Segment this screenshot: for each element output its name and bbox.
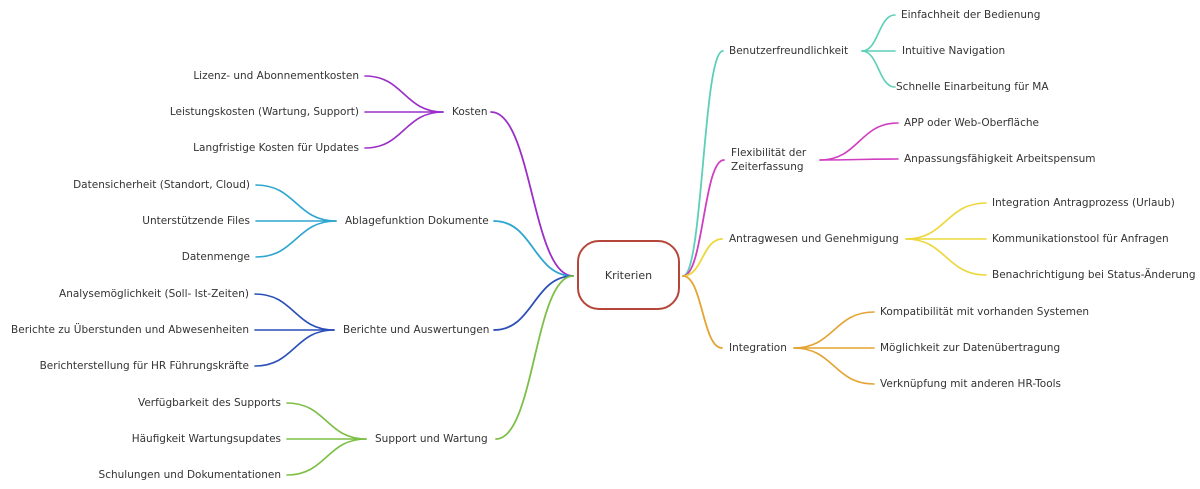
leaf[interactable]: Berichte zu Überstunden und Abwesenheite… — [11, 324, 249, 336]
connector-center-to-branch — [490, 111, 574, 277]
leaf[interactable]: Berichterstellung für HR Führungskräfte — [39, 360, 249, 372]
leaf[interactable]: Anpassungsfähigkeit Arbeitspensum — [904, 153, 1096, 165]
leaf[interactable]: Benachrichtigung bei Status-Änderung — [992, 269, 1196, 281]
leaf[interactable]: Einfachheit der Bedienung — [901, 9, 1041, 21]
connector-branch-to-leaf — [793, 311, 875, 349]
leaf[interactable]: Analysemöglichkeit (Soll- Ist-Zeiten) — [59, 288, 249, 300]
connector-branch-to-leaf — [861, 14, 896, 52]
connector-branch-to-leaf — [255, 220, 337, 258]
leaf[interactable]: Schulungen und Dokumentationen — [98, 469, 281, 481]
connector-branch-to-leaf — [286, 402, 367, 440]
connector-center-to-branch — [495, 275, 574, 440]
connector-branch-to-leaf — [254, 329, 335, 367]
leaf[interactable]: Verknüpfung mit anderen HR-Tools — [880, 378, 1062, 390]
leaf[interactable]: Lizenz- und Abonnementkosten — [193, 70, 359, 82]
connector-branch-to-leaf — [905, 202, 987, 240]
connector-branch-to-leaf — [364, 111, 444, 149]
branch-antragwesen[interactable]: Antragwesen und Genehmigung — [729, 233, 899, 245]
connector-branch-to-leaf — [905, 238, 987, 276]
leaf[interactable]: Unterstützende Files — [142, 215, 250, 227]
leaf[interactable]: APP oder Web-Oberfläche — [904, 117, 1040, 129]
branch-benutzerfreundlichkeit[interactable]: Benutzerfreundlichkeit — [729, 45, 849, 57]
leaf[interactable]: Häufigkeit Wartungsupdates — [131, 433, 281, 445]
connector-branch-to-leaf — [793, 347, 875, 385]
connector-branch-to-leaf — [861, 50, 896, 88]
branch-ablagefunktion[interactable]: Ablagefunktion Dokumente — [345, 215, 489, 227]
connector-branch-to-leaf — [286, 438, 367, 476]
connector-branch-to-leaf — [255, 184, 337, 222]
connector-branch-to-leaf — [254, 293, 335, 331]
leaf[interactable]: Verfügbarkeit des Supports — [137, 397, 281, 409]
leaf[interactable]: Möglichkeit zur Datenübertragung — [880, 342, 1061, 354]
branch-flexibilitaet-line2[interactable]: Zeiterfassung — [731, 161, 804, 173]
leaf[interactable]: Intuitive Navigation — [902, 45, 1006, 57]
connector-center-to-branch — [493, 220, 574, 277]
leaf[interactable]: Kompatibilität mit vorhanden Systemen — [880, 306, 1090, 318]
connector-center-to-branch — [682, 50, 724, 277]
branch-support[interactable]: Support und Wartung — [375, 433, 488, 445]
leaf[interactable]: Kommunikationstool für Anfragen — [992, 233, 1169, 245]
connector-center-to-branch — [493, 275, 574, 331]
branch-berichte[interactable]: Berichte und Auswertungen — [343, 324, 490, 336]
central-node-label: Kriterien — [604, 268, 653, 282]
branch-integration[interactable]: Integration — [729, 342, 787, 354]
connector-center-to-branch — [682, 238, 723, 277]
leaf[interactable]: Datensicherheit (Standort, Cloud) — [73, 179, 250, 191]
connector-branch-to-leaf — [819, 158, 899, 161]
leaf[interactable]: Leistungskosten (Wartung, Support) — [169, 106, 359, 118]
connector-center-to-branch — [682, 275, 723, 349]
leaf[interactable]: Schnelle Einarbeitung für MA — [896, 81, 1049, 93]
branch-kosten[interactable]: Kosten — [452, 106, 488, 118]
connector-center-to-branch — [682, 159, 725, 277]
leaf[interactable]: Integration Antragprozess (Urlaub) — [992, 197, 1175, 209]
central-node[interactable]: Kriterien — [577, 240, 680, 310]
connector-branch-to-leaf — [364, 75, 444, 113]
leaf[interactable]: Datenmenge — [181, 251, 250, 263]
leaf[interactable]: Langfristige Kosten für Updates — [193, 142, 359, 154]
connector-branch-to-leaf — [819, 122, 899, 161]
branch-flexibilitaet-line1[interactable]: Flexibilität der — [731, 147, 807, 159]
